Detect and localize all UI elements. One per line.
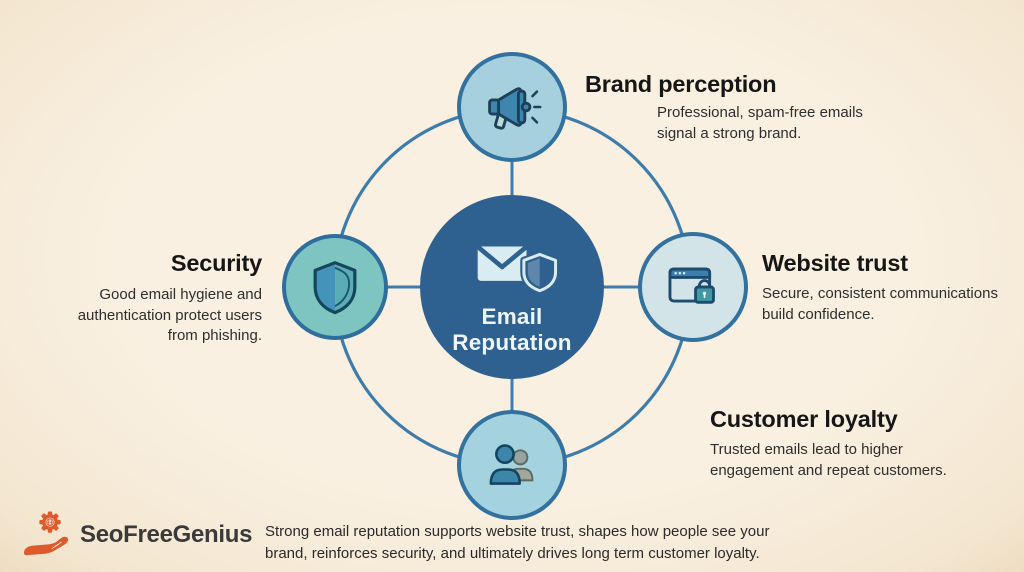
browser-lock-icon: [668, 267, 715, 304]
center-node-email-reputation: Email Reputation: [420, 195, 604, 379]
desc-brand-perception: Professional, spam-free emails signal a …: [657, 104, 863, 142]
footer-caption: Strong email reputation supports website…: [265, 523, 770, 562]
desc-security: Good email hygiene and authentication pr…: [77, 286, 262, 344]
hand-gear-icon: [24, 511, 69, 556]
desc-website-trust: Secure, consistent communications build …: [762, 285, 998, 323]
desc-customer-loyalty: Trusted emails lead to higher engagement…: [710, 441, 947, 479]
title-brand-perception: Brand perception: [585, 71, 777, 97]
node-security: [282, 234, 388, 340]
center-label: Email Reputation: [452, 304, 572, 355]
node-brand-perception: [457, 52, 567, 162]
title-website-trust: Website trust: [762, 250, 908, 276]
shield-icon: [313, 261, 357, 315]
logo: SeoFreeGenius: [22, 506, 252, 564]
node-customer-loyalty: [457, 410, 567, 520]
email-shield-icon: [476, 245, 560, 295]
title-customer-loyalty: Customer loyalty: [710, 406, 898, 432]
people-icon: [489, 444, 534, 485]
megaphone-icon: [488, 87, 542, 130]
node-website-trust: [638, 232, 748, 342]
logo-text: SeoFreeGenius: [80, 521, 253, 548]
title-security: Security: [170, 250, 262, 276]
